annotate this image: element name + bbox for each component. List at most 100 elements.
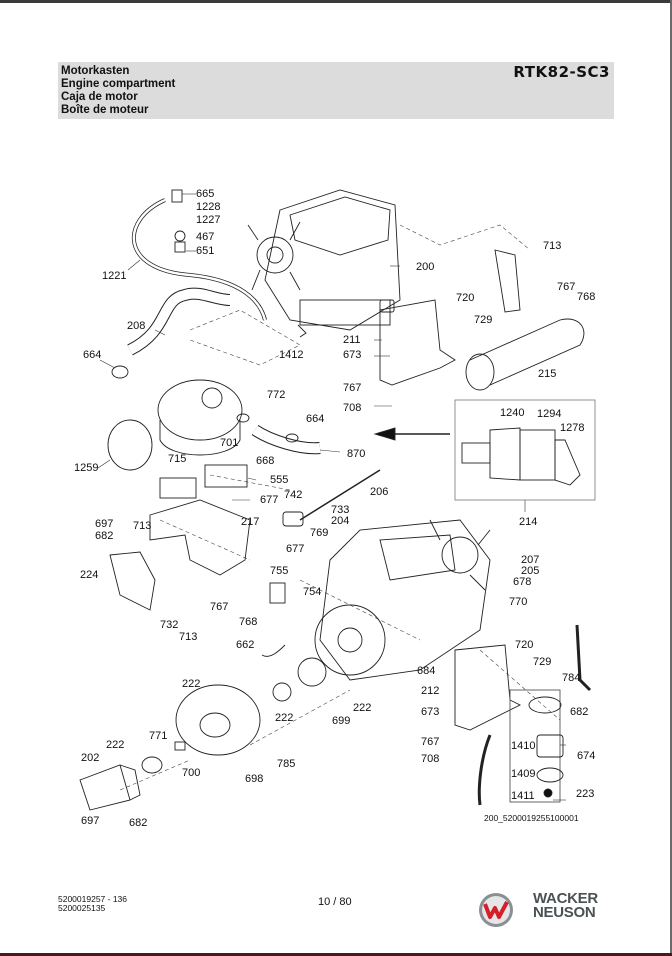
callout-732[interactable]: 732 [160, 619, 179, 631]
callout-771[interactable]: 771 [149, 730, 168, 742]
callout-677-b[interactable]: 677 [286, 543, 305, 555]
callout-662[interactable]: 662 [236, 639, 255, 651]
callout-207[interactable]: 207 [521, 554, 540, 566]
callout-673[interactable]: 673 [343, 349, 362, 361]
callout-708-b[interactable]: 708 [421, 753, 440, 765]
callout-713-c[interactable]: 713 [179, 631, 198, 643]
callout-713-b[interactable]: 713 [133, 520, 152, 532]
callout-767-b[interactable]: 767 [343, 382, 362, 394]
engine-top [247, 189, 401, 338]
title-fr: Boîte de moteur [61, 104, 149, 116]
callout-700[interactable]: 700 [182, 767, 201, 779]
clamp-772 [236, 413, 250, 423]
callout-206[interactable]: 206 [370, 486, 389, 498]
cover-224 [109, 551, 156, 611]
callout-713[interactable]: 713 [543, 240, 562, 252]
callout-742[interactable]: 742 [284, 489, 303, 501]
document-numbers: 5200019257 - 136 5200025135 [58, 895, 127, 913]
callout-698[interactable]: 698 [245, 773, 264, 785]
callout-767[interactable]: 767 [557, 281, 576, 293]
callout-214[interactable]: 214 [519, 516, 538, 528]
callout-1228[interactable]: 1228 [196, 201, 221, 213]
callout-222-hub[interactable]: 222 [275, 712, 294, 724]
callout-870[interactable]: 870 [347, 448, 366, 460]
cable-206 [299, 469, 381, 521]
callout-1412[interactable]: 1412 [279, 349, 304, 361]
callout-754[interactable]: 754 [303, 586, 322, 598]
callout-212[interactable]: 212 [421, 685, 440, 697]
hydraulic-pump-202 [79, 764, 141, 811]
callout-678[interactable]: 678 [513, 576, 532, 588]
callout-684[interactable]: 684 [417, 665, 436, 677]
callout-767-c[interactable]: 767 [210, 601, 229, 613]
part-754 [269, 582, 286, 604]
callout-1410[interactable]: 1410 [511, 740, 536, 752]
callout-701[interactable]: 701 [220, 437, 239, 449]
callout-222-gasket[interactable]: 222 [106, 739, 125, 751]
callout-755[interactable]: 755 [270, 565, 289, 577]
callout-772[interactable]: 772 [267, 389, 286, 401]
callout-769[interactable]: 769 [310, 527, 329, 539]
callout-1411[interactable]: 1411 [511, 790, 535, 802]
callout-682-b[interactable]: 682 [570, 706, 589, 718]
callout-1259[interactable]: 1259 [74, 462, 99, 474]
diagram-drawing [79, 189, 596, 811]
callout-673-b[interactable]: 673 [421, 706, 440, 718]
callout-217[interactable]: 217 [241, 516, 260, 528]
callout-215[interactable]: 215 [538, 368, 557, 380]
window-scrollbar-edge[interactable] [670, 0, 672, 956]
callout-674[interactable]: 674 [577, 750, 596, 762]
callout-1409[interactable]: 1409 [511, 768, 536, 780]
callout-668[interactable]: 668 [256, 455, 275, 467]
callout-708[interactable]: 708 [343, 402, 362, 414]
callout-224[interactable]: 224 [80, 569, 99, 581]
callout-204[interactable]: 204 [331, 515, 350, 527]
callout-699[interactable]: 699 [332, 715, 351, 727]
callout-697-b[interactable]: 697 [81, 815, 100, 827]
callout-697[interactable]: 697 [95, 518, 114, 530]
callout-211[interactable]: 211 [343, 334, 361, 346]
callout-664[interactable]: 664 [83, 349, 102, 361]
callout-555[interactable]: 555 [270, 474, 289, 486]
callout-222-adapter[interactable]: 222 [353, 702, 372, 714]
callout-205[interactable]: 205 [521, 565, 540, 577]
callout-677[interactable]: 677 [260, 494, 279, 506]
doc-number-2: 5200025135 [58, 903, 106, 913]
callout-208[interactable]: 208 [127, 320, 146, 332]
callout-720[interactable]: 720 [456, 292, 475, 304]
title-es: Caja de motor [61, 91, 138, 103]
callout-768-b[interactable]: 768 [239, 616, 258, 628]
part-771 [174, 741, 186, 751]
callout-767-d[interactable]: 767 [421, 736, 440, 748]
callout-784[interactable]: 784 [562, 672, 581, 684]
callout-222-housing[interactable]: 222 [182, 678, 201, 690]
callout-715[interactable]: 715 [168, 453, 187, 465]
engine-bottom [314, 519, 491, 681]
callout-1221[interactable]: 1221 [102, 270, 127, 282]
callout-200[interactable]: 200 [416, 261, 435, 273]
callout-202[interactable]: 202 [81, 752, 100, 764]
callout-720-b[interactable]: 720 [515, 639, 534, 651]
callout-1294[interactable]: 1294 [537, 408, 562, 420]
callout-729[interactable]: 729 [474, 314, 493, 326]
callout-467[interactable]: 467 [196, 231, 215, 243]
bracket-217 [149, 499, 251, 576]
callout-729-b[interactable]: 729 [533, 656, 552, 668]
callout-770[interactable]: 770 [509, 596, 528, 608]
window-bottom-border [0, 953, 672, 956]
callout-223[interactable]: 223 [576, 788, 595, 800]
callout-1240[interactable]: 1240 [500, 407, 525, 419]
bell-housing-222 [175, 684, 261, 756]
callout-733[interactable]: 733 [331, 504, 350, 516]
callout-785[interactable]: 785 [277, 758, 296, 770]
callout-664-b[interactable]: 664 [306, 413, 325, 425]
callout-651[interactable]: 651 [196, 245, 215, 257]
callout-665[interactable]: 665 [196, 188, 215, 200]
arrow-head [373, 427, 396, 441]
callout-1227[interactable]: 1227 [196, 214, 221, 226]
callout-682[interactable]: 682 [95, 530, 114, 542]
callout-682-c[interactable]: 682 [129, 817, 148, 829]
solenoid-742 [282, 511, 304, 527]
callout-1278[interactable]: 1278 [560, 422, 585, 434]
callout-768[interactable]: 768 [577, 291, 596, 303]
